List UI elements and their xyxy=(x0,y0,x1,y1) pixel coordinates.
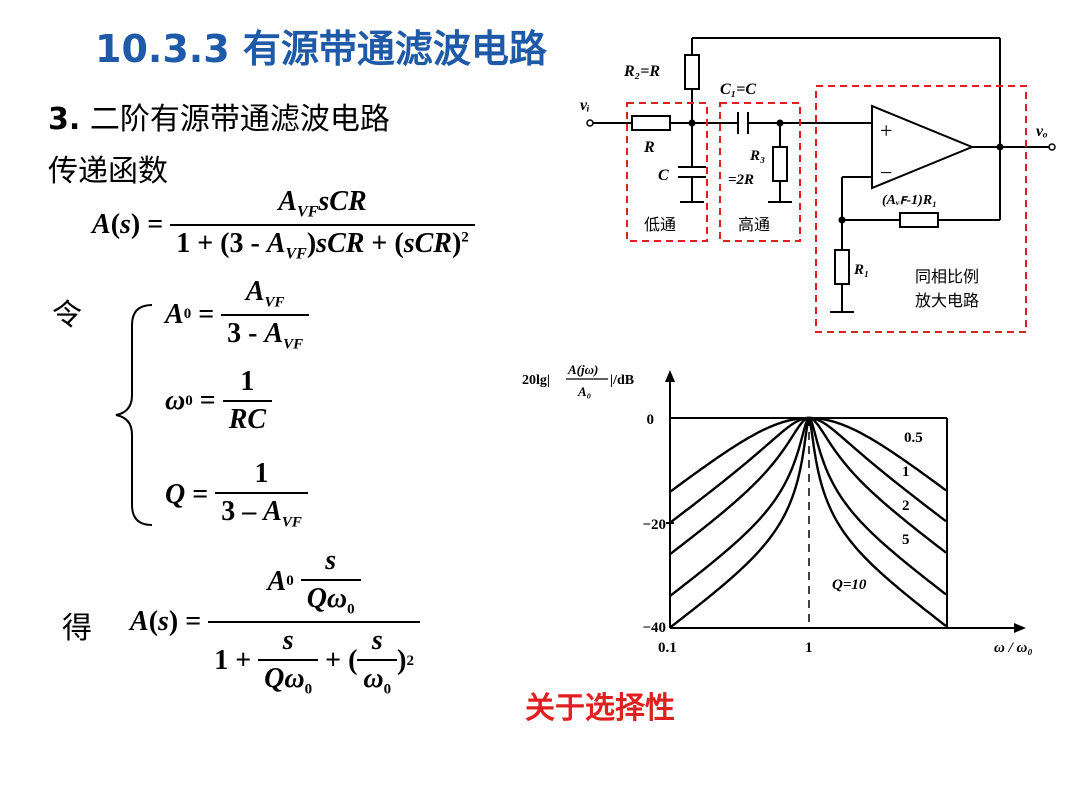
label-r: R xyxy=(643,139,655,156)
label-r1: R₁ xyxy=(853,262,869,278)
label-lowpass: 低通 xyxy=(644,216,676,234)
curve-label-5: 5 xyxy=(902,532,910,548)
ylabel-den: A₀ xyxy=(577,384,591,399)
label-vo: vₒ xyxy=(1036,123,1048,140)
xtick-1: 1 xyxy=(805,640,813,656)
label-plus: + xyxy=(880,118,892,143)
let-label: 令 xyxy=(52,298,82,333)
xlabel: ω / ω₀ xyxy=(994,640,1033,656)
formula-transfer: A(s) = AVFsCR 1 + (3 - AVF)sCR + (sCR)2 xyxy=(92,186,475,263)
response-curve-3 xyxy=(669,417,947,597)
lowpass-box xyxy=(626,102,708,242)
label-c: C xyxy=(658,167,669,184)
label-amp-2: 放大电路 xyxy=(915,292,979,310)
xtick-0.1: 0.1 xyxy=(658,640,677,656)
label-highpass: 高通 xyxy=(738,216,770,234)
resistor-r3 xyxy=(772,146,788,182)
curve-label-0.5: 0.5 xyxy=(904,430,923,446)
selectivity-label: 关于选择性 xyxy=(525,691,675,726)
resistor-r2 xyxy=(684,54,700,90)
label-amp-1: 同相比例 xyxy=(915,268,979,286)
ytick-20: −20 xyxy=(642,517,666,533)
curve-label-2: 2 xyxy=(902,498,910,514)
section-subtitle: 3. 二阶有源带通滤波电路 xyxy=(48,94,390,138)
ylabel-suffix: |/dB xyxy=(610,373,634,388)
page-title: 10.3.3 有源带通滤波电路 xyxy=(95,27,547,71)
ylabel-num: A(jω) xyxy=(567,362,598,377)
label-c1: C₁=C xyxy=(720,81,756,98)
circuit-diagram: R₂=R C₁=C vᵢ vₒ R C R₃ =2R + − (Aᵥꜰ-1)R₁… xyxy=(580,37,1056,333)
label-feedback: (Aᵥꜰ-1)R₁ xyxy=(882,193,937,208)
resistor-feedback xyxy=(899,212,939,228)
highpass-box xyxy=(719,102,801,242)
label-r2: R₂=R xyxy=(623,63,660,80)
transfer-function-label: 传递函数 xyxy=(48,154,168,189)
label-r3-value: =2R xyxy=(728,172,754,188)
label-r3: R₃ xyxy=(749,148,765,164)
label-minus: − xyxy=(880,160,892,185)
curve-label-q10: Q=10 xyxy=(832,577,867,593)
curve-label-1: 1 xyxy=(902,464,910,480)
ytick-0: 0 xyxy=(647,412,655,428)
resistor-r1 xyxy=(834,249,850,285)
response-curve-4 xyxy=(669,419,947,629)
resistor-r xyxy=(631,115,671,131)
frequency-response-chart: 20lg| A(jω) A₀ |/dB 0 −20 −40 0.1 1 ω / … xyxy=(522,362,1033,656)
label-vi: vᵢ xyxy=(580,97,590,114)
brace xyxy=(115,304,153,526)
section-text: 二阶有源带通滤波电路 xyxy=(80,102,390,137)
section-number: 3. xyxy=(48,102,81,137)
ylabel-prefix: 20lg| xyxy=(522,373,550,388)
get-label: 得 xyxy=(62,611,92,646)
ytick-40: −40 xyxy=(642,620,666,636)
